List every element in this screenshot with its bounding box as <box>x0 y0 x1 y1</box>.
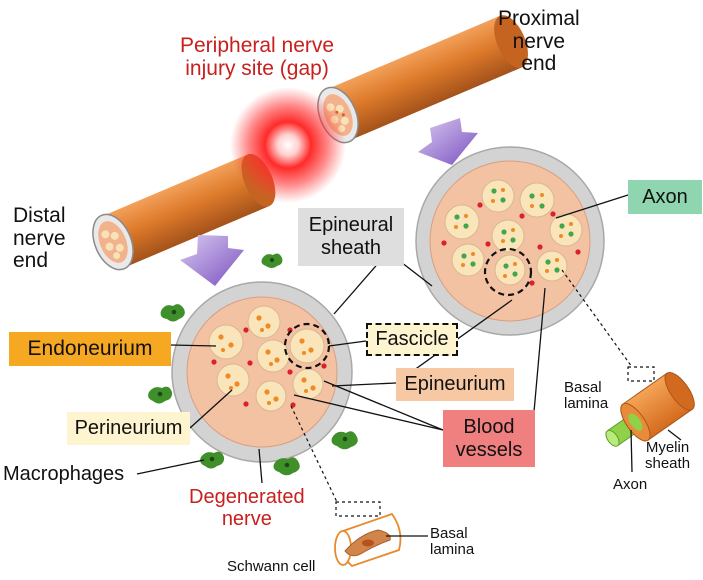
proximal-end-label: Proximal nerve end <box>498 7 580 76</box>
proximal-cross-section <box>415 146 605 336</box>
arrow-to-proximal-section <box>418 118 478 165</box>
macrophages-label: Macrophages <box>3 463 125 485</box>
leader-lines <box>136 194 682 537</box>
degenerated-blood-vessels <box>211 327 327 408</box>
distal-end-label: Distal nerve end <box>13 204 66 273</box>
axon-label: Axon <box>628 180 702 214</box>
blood-vessels-label: Blood vessels <box>443 410 535 467</box>
proximal-blood-vessels <box>441 202 581 286</box>
basal-lamina-right-label: Basal lamina <box>564 379 609 413</box>
degenerated-nerve-label: Degenerated nerve <box>189 486 305 530</box>
dashed-zoom-lines <box>290 269 633 503</box>
proximal-fascicle-highlight <box>483 247 533 297</box>
basal-lamina-bottom-label: Basal lamina <box>430 525 475 559</box>
myelin-sheath-label: Myelin sheath <box>645 439 691 473</box>
axon-inset-label: Axon <box>613 476 648 493</box>
macrophages <box>148 253 358 476</box>
proximal-nerve-segment <box>317 15 528 144</box>
schwann-cell-label: Schwann cell <box>227 558 316 575</box>
endoneurium-label: Endoneurium <box>9 332 171 366</box>
perineurium-label: Perineurium <box>67 412 190 445</box>
degenerated-cross-section <box>171 281 353 463</box>
schwann-cell-inset <box>334 501 402 568</box>
epineural-sheath-label: Epineural sheath <box>298 208 404 266</box>
degenerated-fascicles <box>208 305 325 412</box>
myelin-axon-inset <box>605 366 695 447</box>
epineurium-label: Epineurium <box>396 368 514 401</box>
arrow-to-degenerated-section <box>180 235 244 286</box>
injury-site-label: Peripheral nerve injury site (gap) <box>180 34 335 80</box>
injury-site-glow <box>230 87 346 203</box>
proximal-fascicles <box>444 179 583 286</box>
fascicle-label: Fascicle <box>366 323 458 356</box>
